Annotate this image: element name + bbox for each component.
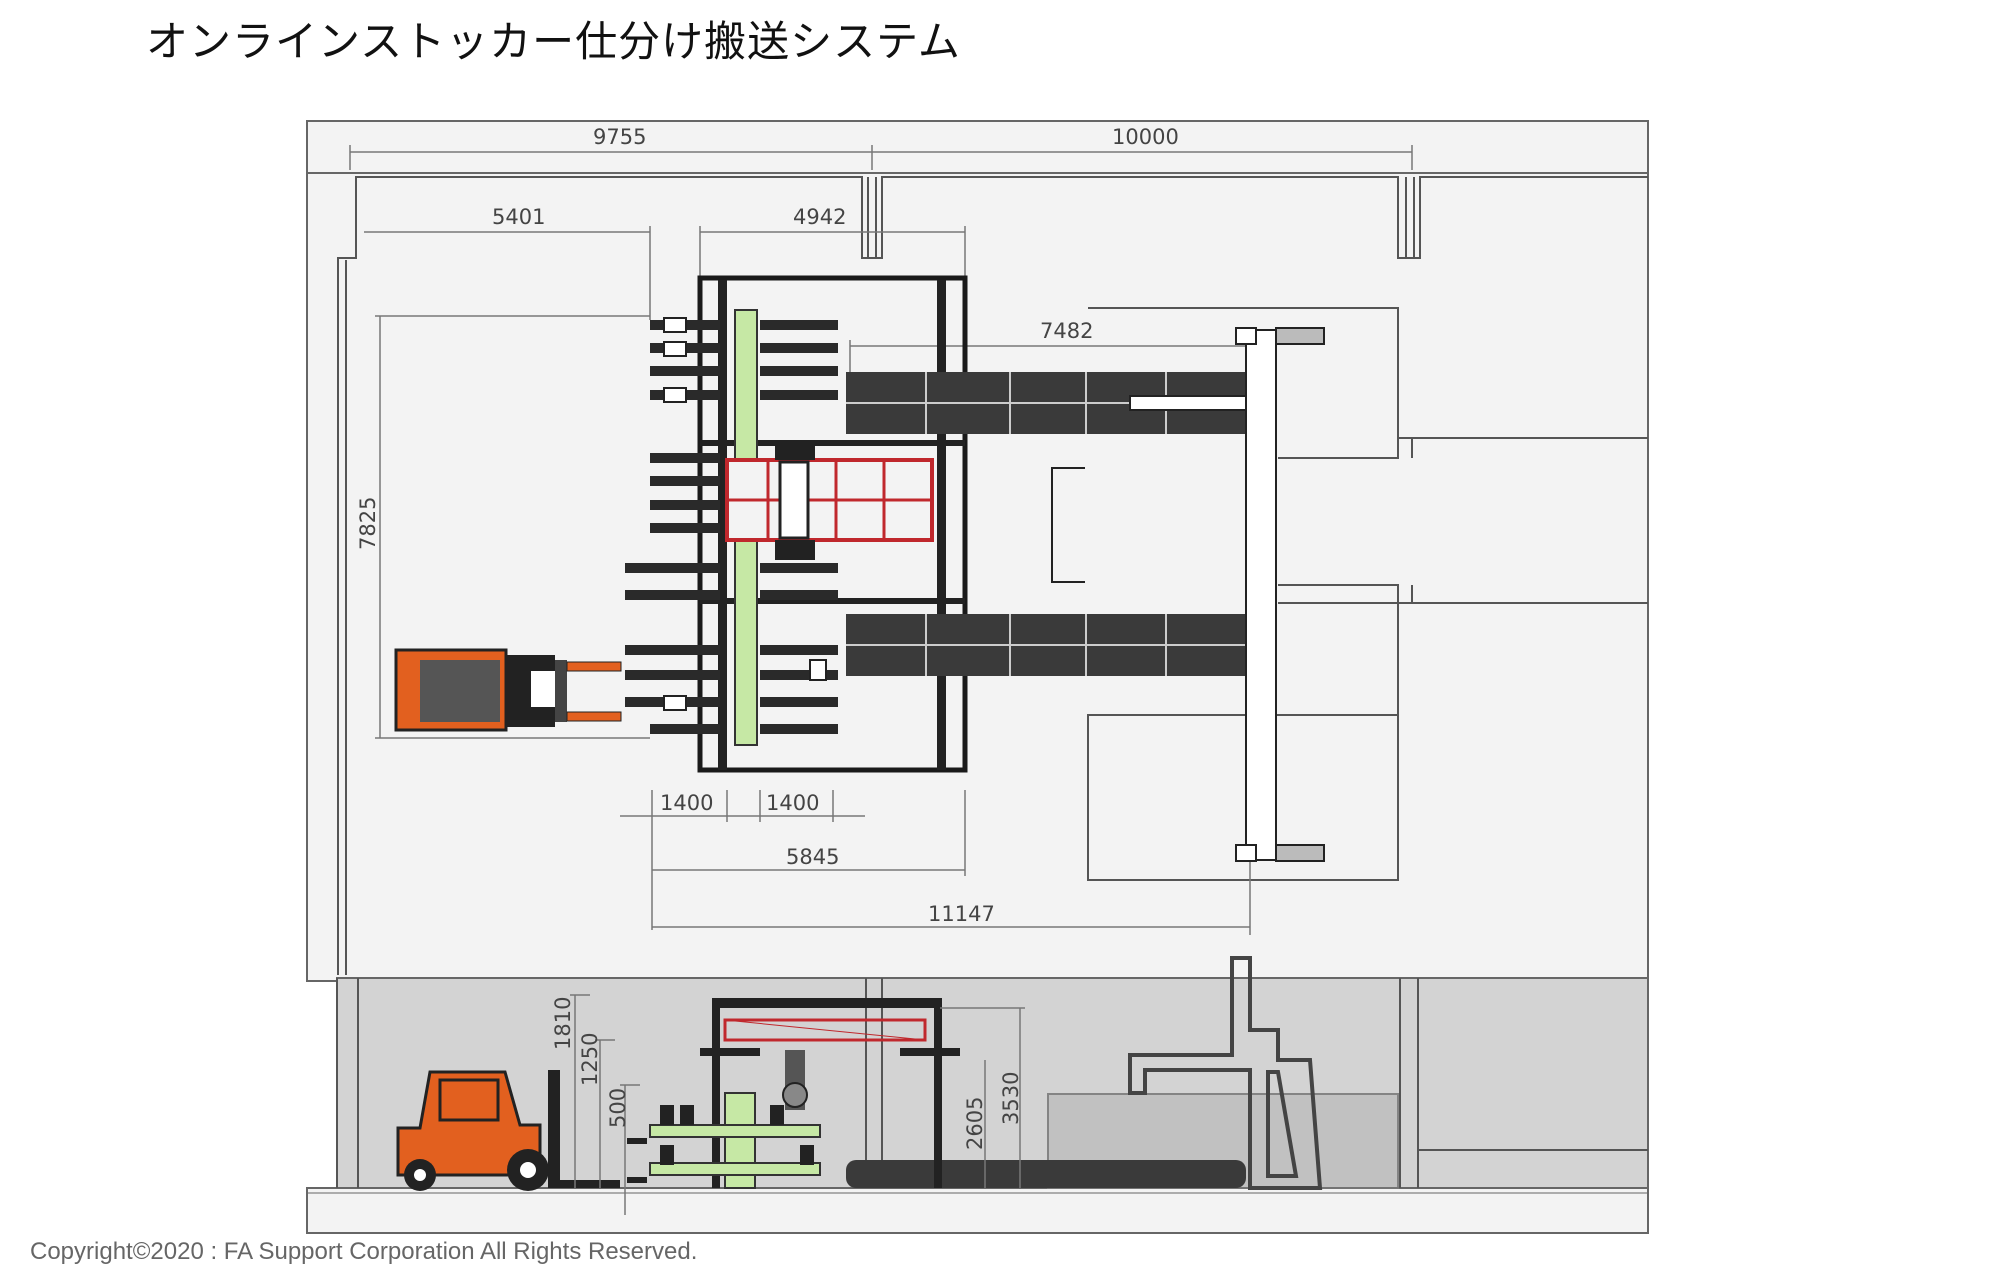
- stocker-elevation: [627, 1092, 821, 1189]
- stocker-shelves: [625, 317, 838, 734]
- elevation-view: 1810 1250 500 2605 3530: [306, 956, 1649, 1234]
- dim-elev-3530: 3530: [999, 1072, 1023, 1125]
- copyright-notice: Copyright©2020 : FA Support Corporation …: [30, 1238, 698, 1265]
- dim-height-span: 7825: [356, 497, 380, 550]
- dim-conveyor-span: 7482: [1040, 319, 1093, 343]
- plan-dimension-lines: [349, 145, 1413, 935]
- dim-left-span: 5401: [492, 205, 545, 229]
- dim-total-frame: 5845: [786, 845, 839, 869]
- gantry-elevation: [700, 998, 960, 1188]
- page-title: オンラインストッカー仕分け搬送システム: [146, 17, 961, 66]
- dim-elev-1250: 1250: [578, 1033, 602, 1086]
- gantry-rail: [1235, 327, 1325, 862]
- dim-pitch-1: 1400: [660, 791, 713, 815]
- building-walls: [337, 176, 1648, 975]
- dim-pitch-2: 1400: [766, 791, 819, 815]
- transfer-unit: [725, 440, 934, 560]
- dim-elev-2605: 2605: [963, 1097, 987, 1150]
- dim-top-right: 10000: [1112, 125, 1179, 149]
- forklift-plan: [394, 648, 622, 732]
- forklift-elevation: [396, 1070, 620, 1191]
- dim-elev-500: 500: [606, 1088, 630, 1128]
- roller-conveyor-lower: [846, 614, 1246, 676]
- plan-view: 9755 10000 5401 4942 7482 7825 1400 1400…: [306, 120, 1649, 982]
- dim-top-left: 9755: [593, 125, 646, 149]
- dim-frame-span: 4942: [793, 205, 846, 229]
- bracket-marker: [1051, 467, 1085, 583]
- dim-total-length: 11147: [928, 902, 995, 926]
- dim-elev-1810: 1810: [551, 997, 575, 1050]
- roller-conveyor-upper: [846, 372, 1251, 434]
- elevation-dimension-lines: [570, 994, 1025, 1215]
- gantry-crane-elevation: [1128, 956, 1323, 1190]
- plan-background: [306, 120, 1649, 982]
